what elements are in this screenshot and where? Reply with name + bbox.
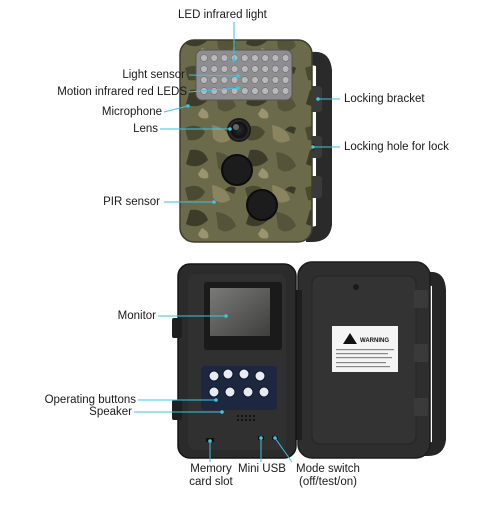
led-dot bbox=[230, 76, 239, 84]
led-dot bbox=[241, 87, 249, 95]
lens bbox=[227, 118, 251, 142]
speaker bbox=[236, 414, 256, 422]
operating-button[interactable] bbox=[258, 386, 270, 398]
label-operating-buttons: Operating buttons bbox=[44, 394, 136, 406]
label-speaker: Speaker bbox=[89, 406, 132, 418]
led-dot bbox=[241, 76, 249, 84]
label-mode-line1: Mode switch bbox=[296, 463, 360, 475]
monitor-screen bbox=[210, 288, 270, 336]
speaker-hole bbox=[252, 418, 256, 422]
led-dot bbox=[200, 76, 208, 84]
speaker-hole bbox=[252, 414, 256, 418]
led-dot bbox=[271, 87, 280, 95]
speaker-hole bbox=[236, 418, 240, 422]
led-dot bbox=[230, 87, 239, 95]
label-memory-line1: Memory bbox=[190, 463, 232, 475]
label-led-infrared-light: LED infrared light bbox=[178, 9, 267, 21]
led-dot bbox=[261, 65, 269, 73]
led-dot bbox=[230, 65, 239, 73]
led-dot bbox=[271, 76, 280, 84]
led-dot bbox=[251, 87, 259, 95]
label-pir-sensor: PIR sensor bbox=[103, 196, 160, 208]
led-dot bbox=[271, 54, 280, 62]
operating-button[interactable] bbox=[238, 368, 250, 380]
led-dot bbox=[261, 54, 269, 62]
led-dot bbox=[200, 65, 208, 73]
label-mode-line2: (off/test/on) bbox=[299, 476, 357, 488]
led-dot bbox=[241, 54, 249, 62]
led-dot bbox=[271, 65, 280, 73]
label-memory-card-slot: Memory card slot bbox=[186, 463, 236, 489]
leader-mode-switch bbox=[274, 437, 293, 463]
operating-buttons bbox=[208, 368, 270, 398]
pir-sensor-bottom bbox=[246, 189, 278, 221]
speaker-hole bbox=[248, 418, 252, 422]
leader-lines bbox=[134, 22, 340, 463]
led-dot bbox=[210, 76, 218, 84]
led-dot bbox=[251, 65, 259, 73]
led-dot bbox=[241, 65, 249, 73]
speaker-hole bbox=[240, 414, 244, 418]
led-dot bbox=[220, 76, 229, 84]
speaker-hole bbox=[240, 418, 244, 422]
leader-dots bbox=[186, 58, 320, 443]
operating-button[interactable] bbox=[222, 368, 234, 380]
label-locking-bracket: Locking bracket bbox=[344, 93, 425, 105]
speaker-hole bbox=[248, 414, 252, 418]
operating-button[interactable] bbox=[224, 386, 236, 398]
label-monitor: Monitor bbox=[117, 310, 156, 322]
strap-back bbox=[422, 271, 446, 456]
pir-sensor-top bbox=[221, 154, 253, 186]
label-lens: Lens bbox=[133, 123, 158, 135]
camera-front bbox=[179, 39, 332, 243]
led-dot bbox=[281, 76, 290, 84]
leader-light-sensor bbox=[188, 74, 239, 77]
label-motion-infrared-leds: Motion infrared red LEDS bbox=[57, 86, 187, 98]
led-dot bbox=[281, 65, 290, 73]
led-dot bbox=[200, 54, 208, 62]
label-locking-hole: Locking hole for lock bbox=[344, 141, 449, 153]
operating-button[interactable] bbox=[208, 370, 220, 382]
led-dot bbox=[220, 65, 229, 73]
speaker-hole bbox=[236, 414, 240, 418]
leader-motion-leds bbox=[188, 87, 239, 93]
warning-sticker-title: WARNING bbox=[360, 338, 389, 344]
label-mode-switch: Mode switch (off/test/on) bbox=[286, 463, 370, 489]
label-memory-line2: card slot bbox=[189, 476, 233, 488]
operating-button[interactable] bbox=[242, 386, 254, 398]
operating-button[interactable] bbox=[254, 370, 266, 382]
led-dot bbox=[261, 76, 269, 84]
label-light-sensor: Light sensor bbox=[122, 69, 185, 81]
led-dot bbox=[220, 54, 229, 62]
led-dot bbox=[281, 87, 290, 95]
leader-microphone bbox=[163, 105, 189, 113]
led-dot bbox=[251, 54, 259, 62]
led-dot bbox=[210, 65, 218, 73]
label-microphone: Microphone bbox=[101, 106, 162, 118]
led-dot bbox=[261, 87, 269, 95]
hinge bbox=[292, 290, 302, 440]
led-dot bbox=[210, 87, 218, 95]
speaker-hole bbox=[244, 414, 248, 418]
label-mini-usb: Mini USB bbox=[238, 463, 286, 475]
operating-button[interactable] bbox=[208, 386, 220, 398]
speaker-hole bbox=[244, 418, 248, 422]
led-dot bbox=[251, 76, 259, 84]
camera-open: WARNING bbox=[172, 261, 446, 459]
led-dot bbox=[210, 54, 218, 62]
led-dot bbox=[281, 54, 290, 62]
